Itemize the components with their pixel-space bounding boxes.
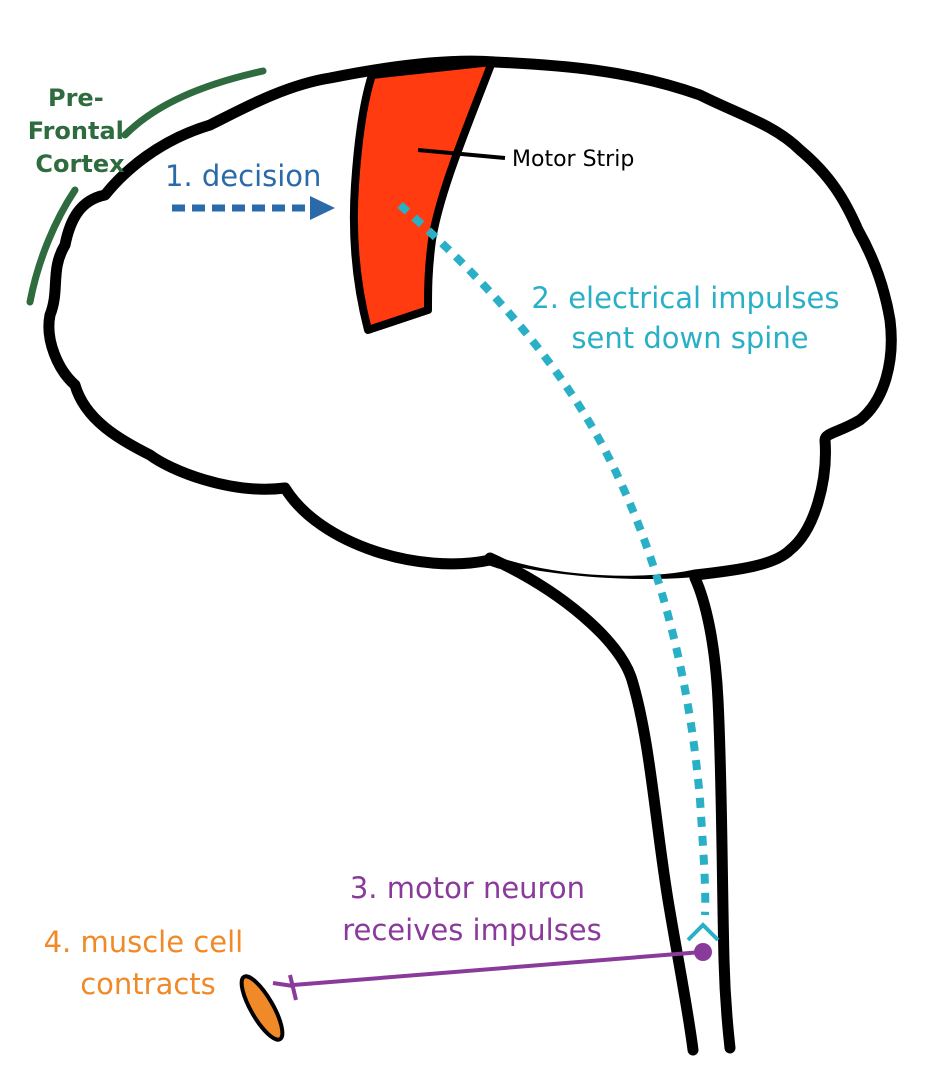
- muscle-cell: [239, 974, 285, 1042]
- motor-strip-label: Motor Strip: [512, 147, 634, 172]
- impulse-chevron: [686, 922, 720, 942]
- prefrontal-label: Pre- Frontal Cortex: [28, 84, 133, 178]
- motor-neuron-label: 3. motor neuron receives impulses: [342, 871, 602, 947]
- spine-left-outline: [484, 552, 699, 1056]
- motor-strip: [349, 58, 496, 334]
- prefrontal-arc: [26, 67, 267, 306]
- muscle-label: 4. muscle cell contracts: [44, 925, 253, 1001]
- impulse-label: 2. electrical impulses sent down spine: [531, 281, 848, 355]
- spine-right-outline: [689, 572, 736, 1054]
- motor-neuron-terminal: [288, 974, 298, 1001]
- decision-arrow-head: [310, 196, 335, 220]
- motor-neuron-axon: [292, 950, 703, 987]
- motor-neuron-body: [694, 943, 712, 961]
- decision-label: 1. decision: [165, 159, 321, 193]
- impulse-path: [397, 201, 710, 916]
- motor-strip-leader: [417, 148, 506, 160]
